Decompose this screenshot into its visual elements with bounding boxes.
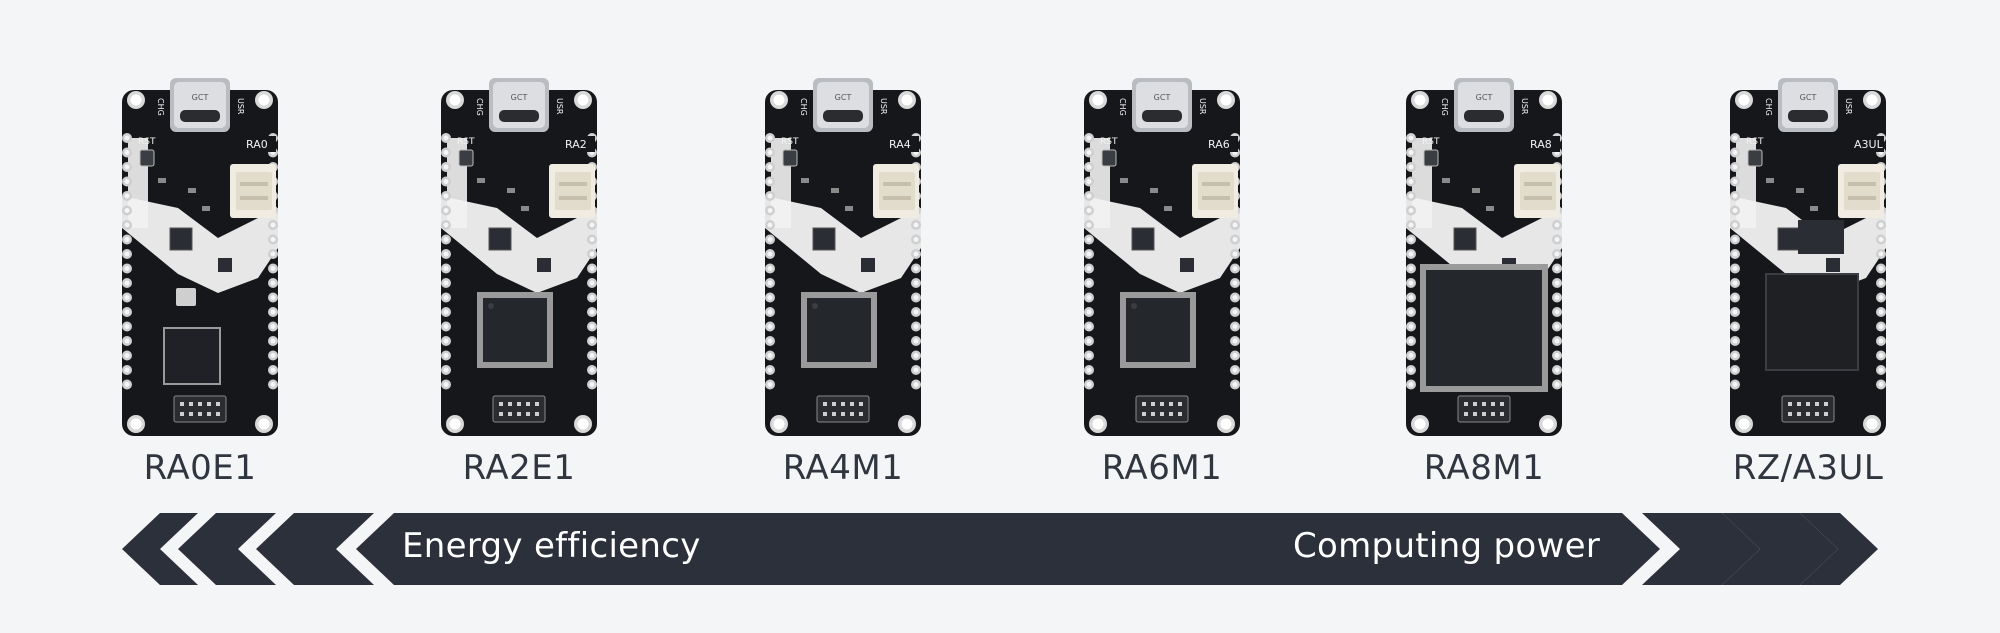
mpu-chip [1765, 273, 1859, 371]
mcu-chip [1126, 298, 1190, 362]
model-silkscreen: RA2 [565, 138, 587, 151]
board-image: GCT CHG USR RST RA0 [122, 78, 278, 436]
rst-label: RST [1422, 137, 1440, 147]
left-chevron-1 [122, 513, 198, 585]
mcu-chip [483, 298, 547, 362]
rst-label: RST [457, 137, 475, 147]
board-image: GCT CHG USR RST RA2 [441, 78, 597, 436]
board-image: GCT CHG USR RST RA8 [1406, 78, 1562, 436]
computing-power-label: Computing power [1293, 526, 1601, 566]
left-chevron-2 [178, 513, 276, 585]
small-ic [537, 258, 551, 272]
chg-label: CHG [1764, 98, 1773, 116]
usr-label: USR [1520, 98, 1529, 115]
usr-label: USR [1844, 98, 1853, 115]
reset-button [458, 149, 474, 167]
silkscreen-band [765, 196, 921, 293]
usr-label: USR [555, 98, 564, 115]
right-chevron-1 [1642, 513, 1760, 585]
chg-label: CHG [1118, 98, 1127, 116]
debug-header [1135, 395, 1189, 423]
debug-header [1457, 395, 1511, 423]
energy-efficiency-label: Energy efficiency [402, 526, 701, 566]
board-label: RA2E1 [462, 448, 576, 488]
board-ra2e1: GCT CHG USR RST RA2 [437, 78, 601, 440]
chg-label: CHG [799, 98, 808, 116]
model-silkscreen: RA6 [1208, 138, 1230, 151]
small-ic [1131, 227, 1155, 251]
board-image: GCT CHG USR RST RA6 [1084, 78, 1240, 436]
mcu-chip [163, 327, 221, 385]
board-ra0e1: GCT CHG USR RST RA0 [118, 78, 282, 440]
debug-header [173, 395, 227, 423]
debug-header [816, 395, 870, 423]
board-ra8m1: GCT CHG USR RST RA8 [1402, 78, 1566, 440]
reset-button [1747, 149, 1763, 167]
board-ra6m1: GCT CHG USR RST RA6 [1080, 78, 1244, 440]
rst-label: RST [1746, 137, 1764, 147]
chg-label: CHG [475, 98, 484, 116]
small-ic [1453, 227, 1477, 251]
chg-label: CHG [156, 98, 165, 116]
left-chevron-3 [256, 513, 374, 585]
model-silkscreen: A3UL [1854, 138, 1884, 151]
usr-label: USR [1198, 98, 1207, 115]
banner-bar [356, 513, 1660, 585]
small-ic [812, 227, 836, 251]
board-image: GCT CHG USR RST A3UL [1730, 78, 1886, 436]
rst-label: RST [138, 137, 156, 147]
small-ic [218, 258, 232, 272]
usb-brand-text: GCT [835, 93, 852, 102]
silkscreen-band [1084, 196, 1240, 293]
right-chevron-2 [1722, 513, 1838, 585]
usb-brand-text: GCT [1800, 93, 1817, 102]
small-ic [488, 227, 512, 251]
right-chevron-3 [1800, 513, 1878, 585]
silkscreen-band [122, 196, 278, 293]
small-ic [1826, 258, 1840, 272]
usb-brand-text: GCT [511, 93, 528, 102]
board-label: RZ/A3UL [1732, 448, 1884, 488]
mcu-chip [1426, 270, 1542, 386]
reset-button [1423, 149, 1439, 167]
small-ic [861, 258, 875, 272]
board-rz-a3ul: GCT CHG USR RST A3UL [1726, 78, 1890, 440]
usr-label: USR [879, 98, 888, 115]
usr-label: USR [236, 98, 245, 115]
silkscreen-band [441, 196, 597, 293]
debug-header [1781, 395, 1835, 423]
model-silkscreen: RA4 [889, 138, 911, 151]
memory-chip [1798, 220, 1844, 254]
rst-label: RST [781, 137, 799, 147]
chg-label: CHG [1440, 98, 1449, 116]
usb-brand-text: GCT [1154, 93, 1171, 102]
model-silkscreen: RA8 [1530, 138, 1552, 151]
model-silkscreen: RA0 [246, 138, 268, 151]
debug-header [492, 395, 546, 423]
small-ic [169, 227, 193, 251]
board-label: RA8M1 [1423, 448, 1545, 488]
rst-label: RST [1100, 137, 1118, 147]
crystal [176, 288, 196, 306]
reset-button [782, 149, 798, 167]
small-ic [1180, 258, 1194, 272]
board-label: RA4M1 [782, 448, 904, 488]
usb-brand-text: GCT [192, 93, 209, 102]
board-image: GCT CHG USR RST RA4 [765, 78, 921, 436]
reset-button [1101, 149, 1117, 167]
board-label: RA0E1 [143, 448, 257, 488]
board-ra4m1: GCT CHG USR RST RA4 [761, 78, 925, 440]
board-label: RA6M1 [1101, 448, 1223, 488]
reset-button [139, 149, 155, 167]
mcu-chip [807, 298, 871, 362]
usb-brand-text: GCT [1476, 93, 1493, 102]
